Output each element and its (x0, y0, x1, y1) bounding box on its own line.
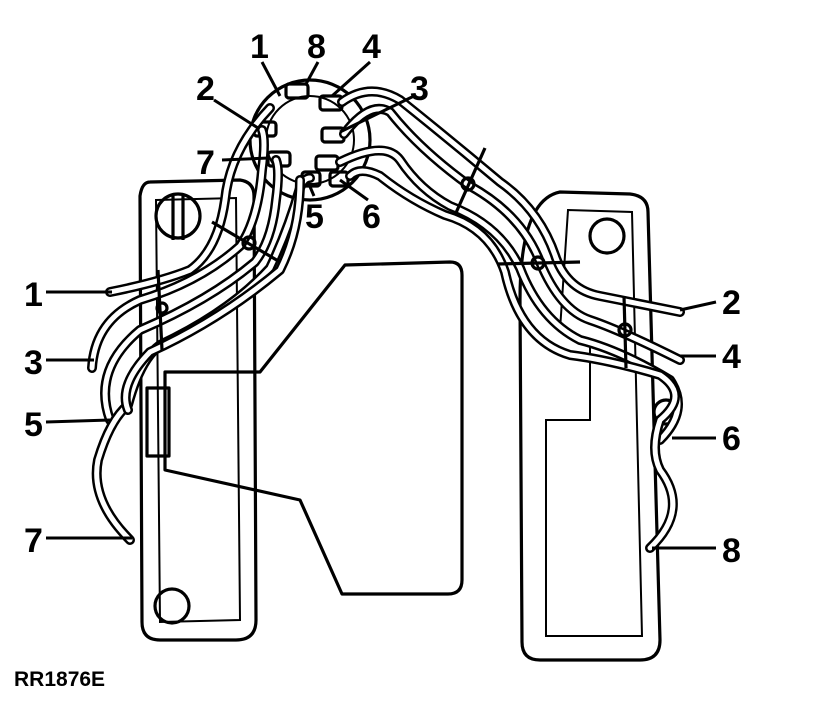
left-label-3: 3 (24, 344, 43, 382)
dist-label-2: 2 (196, 70, 215, 108)
right-bank-ht-leads (335, 86, 685, 553)
distributor-labels: 1 8 4 2 3 7 5 6 (196, 28, 429, 236)
right-label-8: 8 (722, 532, 741, 570)
figure-reference: RR1876E (14, 668, 105, 691)
dist-label-8: 8 (307, 28, 326, 66)
dist-label-1: 1 (250, 28, 269, 66)
left-label-5: 5 (24, 406, 43, 444)
left-rocker-cover (138, 178, 258, 642)
lead-separator-clips (155, 147, 633, 369)
left-label-1: 1 (24, 276, 43, 314)
dist-label-7: 7 (196, 144, 215, 182)
dist-label-6: 6 (362, 198, 381, 236)
left-bank-ht-leads (87, 103, 315, 545)
right-label-4: 4 (722, 338, 741, 376)
right-label-6: 6 (722, 420, 741, 458)
right-bank-labels: 2 4 6 8 (652, 284, 741, 570)
dist-label-5: 5 (305, 198, 324, 236)
left-bank-labels: 1 3 5 7 (24, 276, 132, 560)
dist-label-4: 4 (362, 28, 381, 66)
right-label-2: 2 (722, 284, 741, 322)
left-label-7: 7 (24, 522, 43, 560)
dist-label-3: 3 (410, 70, 429, 108)
plenum-chamber (145, 260, 464, 596)
